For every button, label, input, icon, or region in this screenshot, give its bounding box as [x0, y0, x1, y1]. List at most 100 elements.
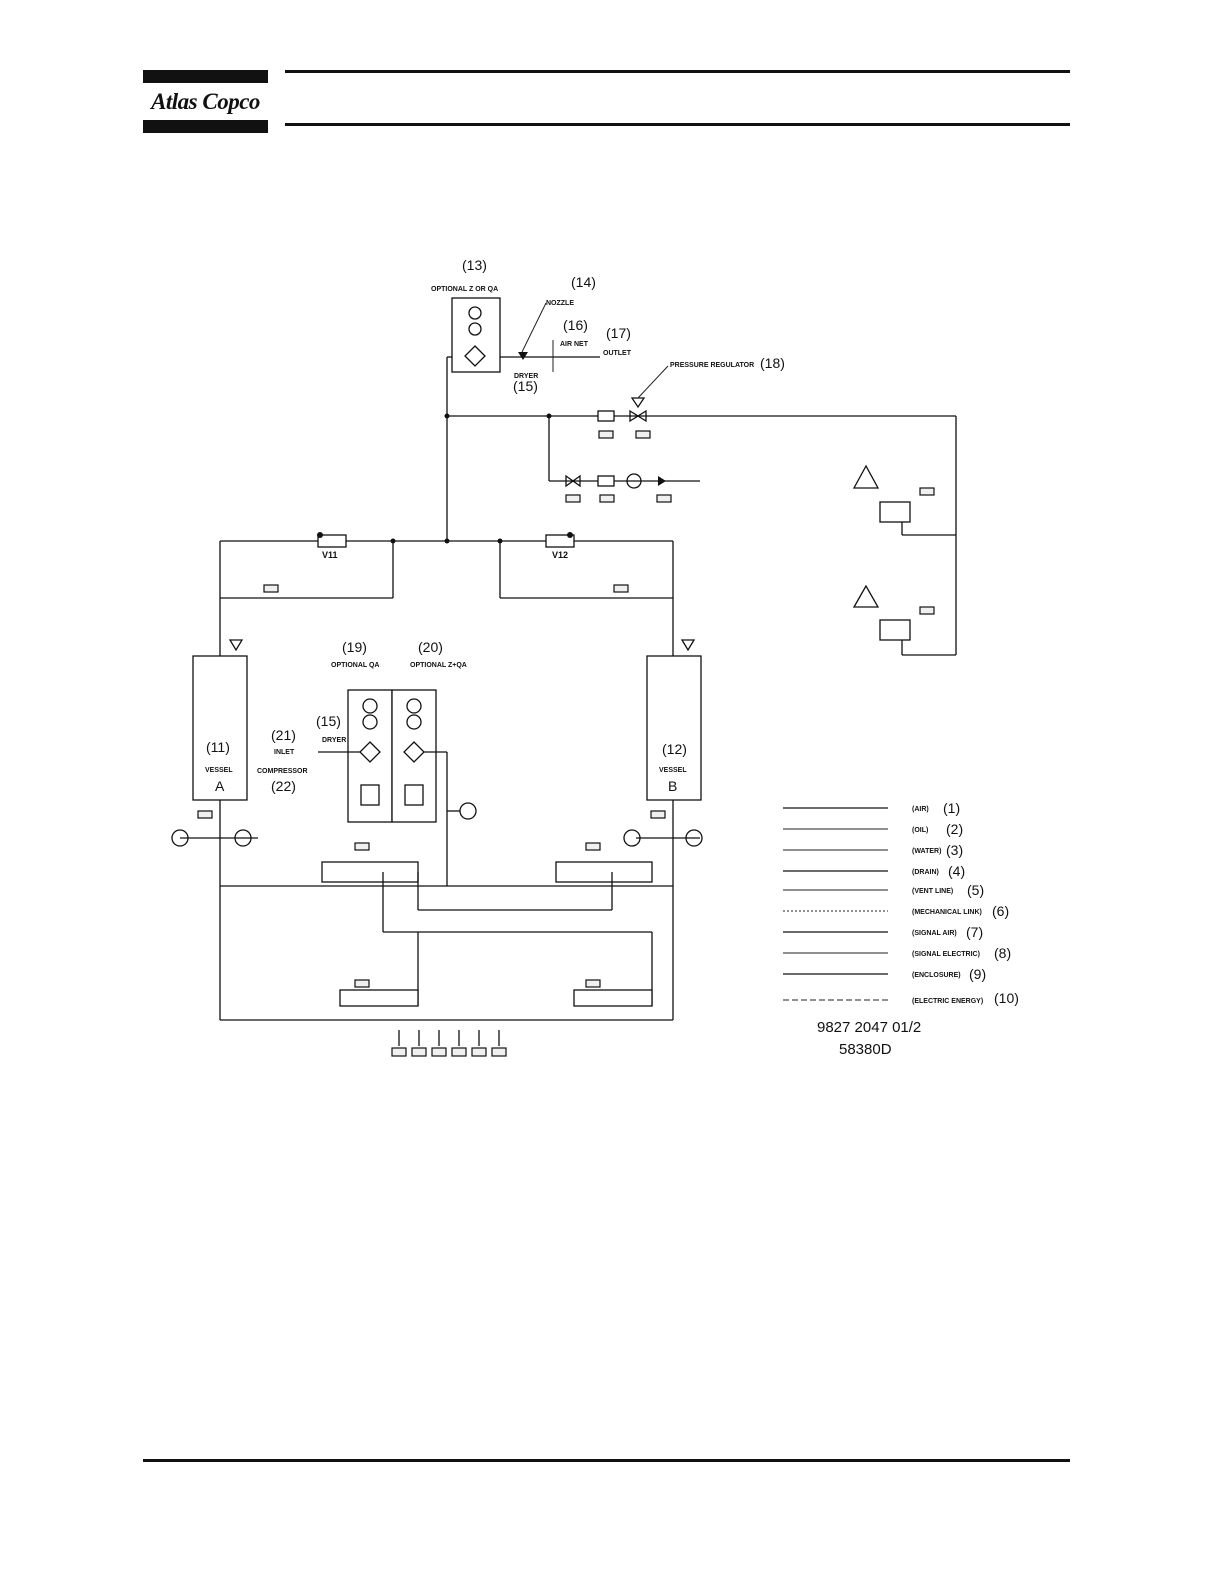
- check-valve-icon: [658, 476, 666, 486]
- check-valve-v11: [317, 534, 347, 548]
- label-pressure-regulator: PRESSURE REGULATOR: [670, 362, 754, 369]
- exhaust-valve-b: [573, 989, 653, 1007]
- tag-box: [656, 494, 672, 503]
- filter-icon: [359, 741, 381, 763]
- pressure-gauge-icon: [459, 802, 477, 820]
- drawing-number: 9827 2047 01/2: [817, 1019, 921, 1036]
- legend-num-7: (7): [966, 924, 983, 940]
- logo-wordmark: Atlas Copco: [151, 89, 260, 114]
- tag-box: [354, 842, 370, 851]
- label-air-net: AIR NET: [560, 341, 589, 348]
- label-vessel-b: VESSEL: [659, 767, 687, 774]
- label-vessel-b-letter: B: [668, 778, 677, 794]
- tag-box: [565, 494, 581, 503]
- legend-code-10: (ELECTRIC ENERGY): [912, 998, 983, 1005]
- solenoid-valve-top: [879, 501, 911, 523]
- gauge-icon: [406, 714, 422, 730]
- vessel-b: [646, 655, 702, 801]
- drain-icon: [404, 784, 424, 806]
- tag-box: [585, 842, 601, 851]
- filter-icon: [403, 741, 425, 763]
- tag-box: [650, 810, 666, 819]
- header-rule-top: [285, 70, 1070, 73]
- drain-taps: [391, 1030, 507, 1057]
- tag-box: [919, 487, 935, 496]
- callout-17: (17): [606, 325, 631, 341]
- exhaust-valve-a: [339, 989, 419, 1007]
- pressure-gauge-icon: [234, 829, 252, 847]
- callout-22: (22): [271, 778, 296, 794]
- regulator-leader: [637, 365, 669, 399]
- callout-20: (20): [418, 639, 443, 655]
- drain-icon: [360, 784, 380, 806]
- label-vessel-a-letter: A: [215, 778, 225, 794]
- tag-box: [197, 810, 213, 819]
- label-compressor: COMPRESSOR: [257, 768, 308, 775]
- legend-num-4: (4): [948, 863, 965, 879]
- legend-num-5: (5): [967, 882, 984, 898]
- legend-code-9: (ENCLOSURE): [912, 972, 961, 979]
- callout-18: (18): [760, 355, 785, 371]
- pressure-gauge-icon: [171, 829, 189, 847]
- legend-code-6: (MECHANICAL LINK): [912, 909, 982, 916]
- label-dryer-top: DRYER: [514, 373, 538, 380]
- callout-19: (19): [342, 639, 367, 655]
- check-valve-v12: [545, 534, 575, 548]
- callout-11: (11): [206, 739, 230, 755]
- callout-12: (12): [662, 741, 687, 757]
- legend-num-9: (9): [969, 966, 986, 982]
- callout-15-top: (15): [513, 378, 538, 394]
- inlet-valve-b: [555, 861, 653, 883]
- nozzle-valve-icon: [518, 352, 528, 360]
- safety-valve-icon: [228, 639, 244, 652]
- callout-15-mid: (15): [316, 713, 341, 729]
- legend-code-1: (AIR): [912, 806, 929, 813]
- gauge-icon: [468, 306, 482, 320]
- tag-box: [919, 606, 935, 615]
- legend-code-5: (VENT LINE): [912, 888, 953, 895]
- legend-code-3: (WATER): [912, 848, 941, 855]
- legend-num-8: (8): [994, 945, 1011, 961]
- tag-box: [598, 430, 614, 439]
- line-type-legend: (AIR) (1) (OIL) (2) (WATER) (3) (DRAIN) …: [783, 800, 1019, 1006]
- label-nozzle: NOZZLE: [546, 300, 574, 307]
- label-optional-qa: OPTIONAL QA: [331, 662, 379, 669]
- legend-code-7: (SIGNAL AIR): [912, 930, 957, 937]
- vessel-a: [192, 655, 248, 801]
- orifice-icon: [597, 410, 615, 422]
- legend-code-8: (SIGNAL ELECTRIC): [912, 951, 980, 958]
- tag-box: [585, 979, 601, 988]
- gauge-icon: [468, 322, 482, 336]
- orifice-icon: [597, 475, 615, 487]
- sheet-code: 58380D: [839, 1041, 892, 1058]
- tag-box: [613, 584, 629, 593]
- gauge-icon: [362, 698, 378, 714]
- valve-icon: [565, 474, 575, 488]
- gauge-icon: [362, 714, 378, 730]
- pressure-gauge-icon: [626, 473, 642, 489]
- legend-code-2: (OIL): [912, 827, 928, 834]
- label-v12: V12: [552, 550, 568, 560]
- legend-num-3: (3): [946, 842, 963, 858]
- callout-14: (14): [571, 274, 596, 290]
- tag-box: [635, 430, 651, 439]
- logo-bar-bottom: [143, 120, 268, 133]
- label-outlet: OUTLET: [603, 350, 632, 357]
- callout-13: (13): [462, 257, 487, 273]
- label-optional-zqa: OPTIONAL Z+QA: [410, 662, 467, 669]
- pressure-gauge-icon: [623, 829, 641, 847]
- label-dryer-mid: DRYER: [322, 737, 346, 744]
- tag-box: [354, 979, 370, 988]
- nozzle-leader: [521, 302, 547, 353]
- legend-num-10: (10): [994, 990, 1019, 1006]
- gauge-icon: [406, 698, 422, 714]
- label-vessel-a: VESSEL: [205, 767, 233, 774]
- atlas-copco-logo: Atlas Copco: [143, 70, 268, 133]
- solenoid-valve-bottom: [879, 619, 911, 641]
- pressure-gauge-icon: [685, 829, 703, 847]
- filter-icon: [464, 345, 486, 367]
- callout-21: (21): [271, 727, 296, 743]
- footer-rule: [143, 1459, 1070, 1462]
- header-rule-bottom: [285, 123, 1070, 126]
